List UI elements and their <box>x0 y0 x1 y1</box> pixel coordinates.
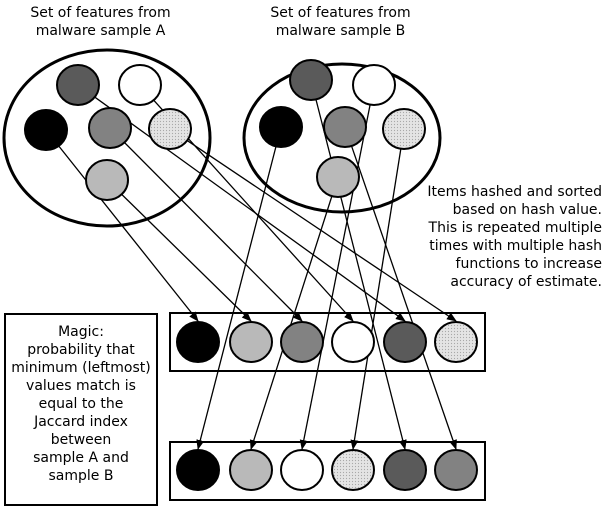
set-a-feature-white <box>118 64 162 106</box>
circles-group <box>24 59 478 491</box>
set-b-feature-mid-gray <box>323 106 367 148</box>
magic-box: Magic: probability that minimum (leftmos… <box>4 313 158 506</box>
set-b-to-row2-arrow-dark-gray <box>312 87 407 450</box>
arrows-group <box>50 87 457 450</box>
set-b-feature-black <box>259 106 303 148</box>
hashing-note-line: accuracy of estimate. <box>450 274 602 290</box>
set-b-feature-dark-gray <box>289 59 333 101</box>
set-b-to-row2-arrow-black <box>196 134 280 450</box>
hashing-note-line: Items hashed and sorted <box>427 184 602 200</box>
magic-line: equal to the <box>38 396 124 412</box>
row1-item-pale-dotted <box>434 321 478 363</box>
magic-line: values match is <box>26 378 136 394</box>
set-a-feature-dark-gray <box>56 64 100 106</box>
set-a-feature-mid-gray <box>88 107 132 149</box>
row2-item-black <box>176 449 220 491</box>
sample-a-label-line2: malware sample A <box>35 23 166 39</box>
sample-b-label-line2: malware sample B <box>275 23 406 39</box>
row2-item-dark-gray <box>383 449 427 491</box>
magic-line: sample A and <box>33 450 129 466</box>
set-b-to-row2-arrow-pale-dotted <box>350 136 404 450</box>
set-a-feature-black <box>24 109 68 151</box>
sample-a-label-line1: Set of features from <box>30 5 171 21</box>
magic-line: between <box>50 432 112 448</box>
hashing-note-line: This is repeated multiple <box>428 220 602 236</box>
row1-item-light-gray <box>229 321 273 363</box>
sorted-row-1-box <box>169 312 486 372</box>
set-a-feature-light-gray <box>85 159 129 201</box>
set-b-ellipse <box>242 62 442 214</box>
set-a-to-row1-arrow-dark-gray <box>84 89 406 322</box>
magic-line: Jaccard index <box>34 414 128 430</box>
set-b-to-row2-arrow-mid-gray <box>346 134 457 450</box>
hashing-note-line: times with multiple hash <box>429 238 602 254</box>
set-b-feature-white <box>352 64 396 106</box>
row2-item-pale-dotted <box>331 449 375 491</box>
set-a-to-row1-arrow-pale-dotted <box>176 132 457 322</box>
hashing-note-line: based on hash value. <box>452 202 602 218</box>
magic-line: minimum (leftmost) <box>11 360 151 376</box>
magic-line: Magic: <box>58 324 104 340</box>
sample-a-label: Set of features from malware sample A <box>8 4 193 40</box>
sorted-row-2-box <box>169 441 486 501</box>
set-b-to-row2-arrow-white <box>299 92 374 450</box>
set-a-ellipse <box>2 48 212 228</box>
row2-item-white <box>280 449 324 491</box>
set-a-to-row1-arrow-light-gray <box>112 185 252 322</box>
set-b-feature-light-gray <box>316 156 360 198</box>
sample-b-label: Set of features from malware sample B <box>248 4 433 40</box>
hashing-note-line: functions to increase <box>455 256 602 272</box>
row1-item-dark-gray <box>383 321 427 363</box>
magic-line: probability that <box>27 342 135 358</box>
row2-item-mid-gray <box>434 449 478 491</box>
sample-b-label-line1: Set of features from <box>270 5 411 21</box>
magic-text: Magic: probability that minimum (leftmos… <box>6 323 156 485</box>
set-b-feature-pale-dotted <box>382 108 426 150</box>
row1-item-black <box>176 321 220 363</box>
set-a-feature-pale-dotted <box>148 108 192 150</box>
set-a-to-row1-arrow-mid-gray <box>115 133 303 322</box>
magic-line: sample B <box>48 468 114 484</box>
set-b-to-row2-arrow-light-gray <box>249 184 337 450</box>
row2-item-light-gray <box>229 449 273 491</box>
set-a-to-row1-arrow-black <box>50 135 199 322</box>
row1-item-mid-gray <box>280 321 324 363</box>
row1-item-white <box>331 321 375 363</box>
hashing-note: Items hashed and sorted based on hash va… <box>427 183 602 291</box>
